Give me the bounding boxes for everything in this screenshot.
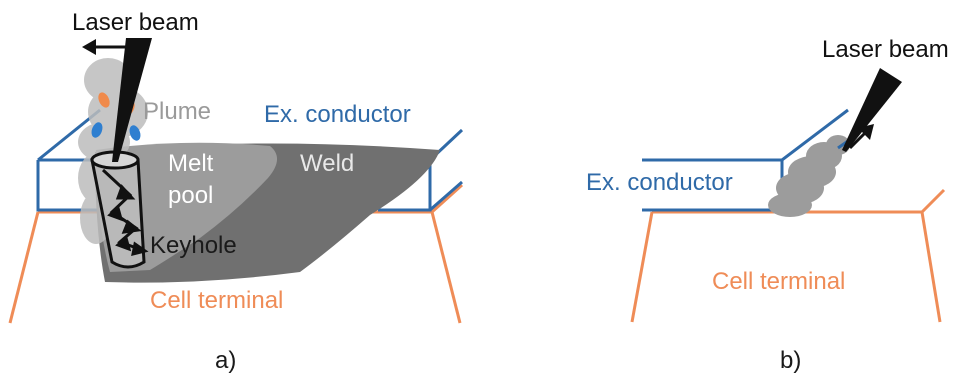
arrow-head	[121, 219, 142, 234]
arrow-head	[115, 235, 132, 252]
spatter-blue-drop	[91, 122, 103, 138]
arrow-head	[115, 184, 136, 200]
spatter-blue-drop	[129, 125, 141, 141]
conductor-label-b: Ex. conductor	[586, 169, 733, 196]
cell-terminal-label-a: Cell terminal	[150, 287, 283, 314]
terminal-left-edge-a	[8, 211, 40, 324]
panel-a: Laser beam Plume Ex. conductor Melt pool…	[8, 9, 464, 374]
laser-beam-cone-b	[842, 68, 902, 152]
terminal-right-leg-a	[430, 211, 462, 324]
melt-pool-label-line2: pool	[168, 182, 213, 209]
laser-beam-label-b: Laser beam	[822, 36, 949, 63]
direction-arrow-shaft	[848, 130, 868, 150]
conductor-label-a: Ex. conductor	[264, 101, 411, 128]
cell-terminal-label-b: Cell terminal	[712, 268, 845, 295]
keyhole-label: Keyhole	[150, 232, 237, 259]
direction-arrow-a	[82, 39, 126, 55]
direction-arrow-head	[82, 39, 96, 55]
caption-a: a)	[215, 347, 236, 374]
weld-label: Weld	[300, 150, 354, 177]
terminal-right-leg-b	[920, 211, 942, 323]
caption-b: b)	[780, 347, 801, 374]
terminal-left-leg-b	[630, 211, 654, 323]
plume-label: Plume	[143, 98, 211, 125]
keyhole-reflection-arrows	[101, 168, 149, 257]
melt-pool-label-line1: Melt	[168, 150, 214, 177]
laser-beam-cone-a	[112, 38, 152, 162]
cell-terminal-outline-b	[630, 188, 946, 323]
direction-arrow-b	[848, 124, 874, 150]
cell-terminal-outline-a	[8, 183, 464, 324]
panel-b: Laser beam Ex. conductor Cell terminal b…	[586, 36, 949, 374]
arrow-head	[107, 205, 124, 222]
laser-beam-label-a: Laser beam	[72, 9, 199, 36]
direction-arrow-head	[858, 124, 874, 140]
spatter-orange-drop	[98, 92, 110, 108]
conductor-outline-a	[36, 108, 464, 212]
arrow-head	[131, 241, 149, 257]
conductor-right-lower-slant-a	[429, 180, 463, 212]
